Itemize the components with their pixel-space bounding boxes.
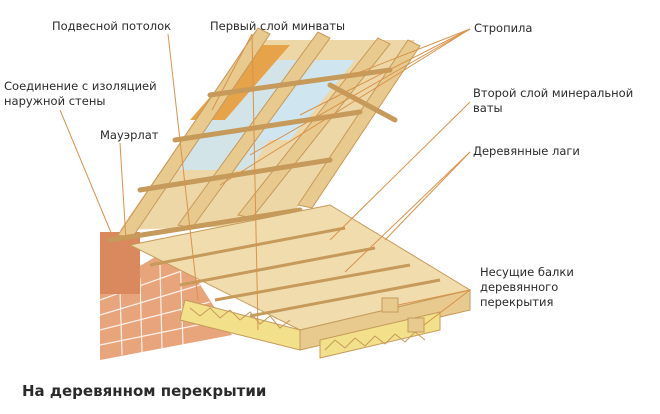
- label-wall-insulation-joint: Соединение с изоляцией наружной стены: [4, 79, 157, 109]
- label-line: ваты: [473, 101, 503, 115]
- label-wooden-joists: Деревянные лаги: [473, 144, 580, 158]
- label-first-mineral-wool-layer: Первый слой минваты: [210, 19, 346, 33]
- label-mauerlat: Мауэрлат: [100, 128, 159, 142]
- label-line: Второй слой минеральной: [473, 86, 634, 100]
- beam-ends: [381, 297, 425, 333]
- label-line: Несущие балки: [480, 265, 574, 279]
- label-line: наружной стены: [4, 94, 106, 108]
- label-second-mineral-wool-layer: Второй слой минеральной ваты: [473, 86, 633, 116]
- label-line: перекрытия: [480, 295, 554, 309]
- label-suspended-ceiling: Подвесной потолок: [52, 19, 172, 33]
- label-load-bearing-beams: Несущие балки деревянного перекрытия: [480, 265, 574, 310]
- label-line: Соединение с изоляцией: [4, 79, 157, 93]
- diagram-caption: На деревянном перекрытии: [22, 382, 267, 400]
- label-line: деревянного: [480, 280, 559, 294]
- leader-lines: [59, 28, 471, 331]
- label-rafters: Стропила: [474, 21, 533, 35]
